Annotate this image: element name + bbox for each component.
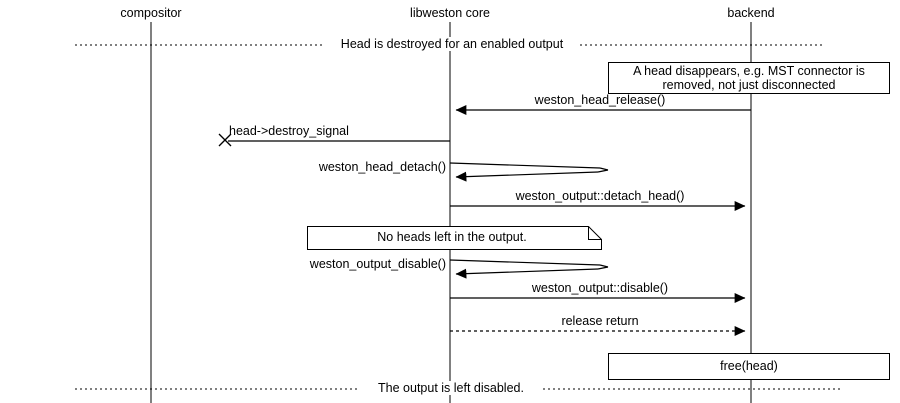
note-mst-connector-line2: removed, not just disconnected <box>662 78 836 92</box>
message-weston-output-disable-selfloop <box>449 259 609 279</box>
participant-label-compositor: compositor <box>120 6 182 20</box>
activation-box-label-free-head: free(head) <box>720 359 778 373</box>
divider-label-bottom: The output is left disabled. <box>374 381 528 396</box>
message-label-weston-output-disable: weston_output::disable() <box>531 281 669 295</box>
message-weston-head-detach-selfloop <box>449 162 609 182</box>
message-label-release-return: release return <box>561 314 639 328</box>
message-label-weston-head-release: weston_head_release() <box>534 93 666 107</box>
message-label-weston-output-disable-call: weston_output_disable() <box>309 257 446 271</box>
note-mst-connector-line1: A head disappears, e.g. MST connector is <box>633 64 865 78</box>
note-no-heads-box <box>307 226 602 250</box>
activation-box-free-head <box>608 353 890 380</box>
message-label-weston-output-detach-head: weston_output::detach_head() <box>515 189 685 203</box>
note-no-heads-line1: No heads left in the output. <box>377 230 527 244</box>
divider-label-top: Head is destroyed for an enabled output <box>336 37 568 52</box>
note-mst-connector-box <box>608 62 890 94</box>
message-label-weston-head-detach: weston_head_detach() <box>318 160 446 174</box>
participant-label-libweston-core: libweston core <box>410 6 490 20</box>
participant-label-backend: backend <box>727 6 775 20</box>
message-head-destroy-signal-arrow <box>218 133 450 147</box>
message-label-head-destroy-signal: head->destroy_signal <box>229 124 349 138</box>
